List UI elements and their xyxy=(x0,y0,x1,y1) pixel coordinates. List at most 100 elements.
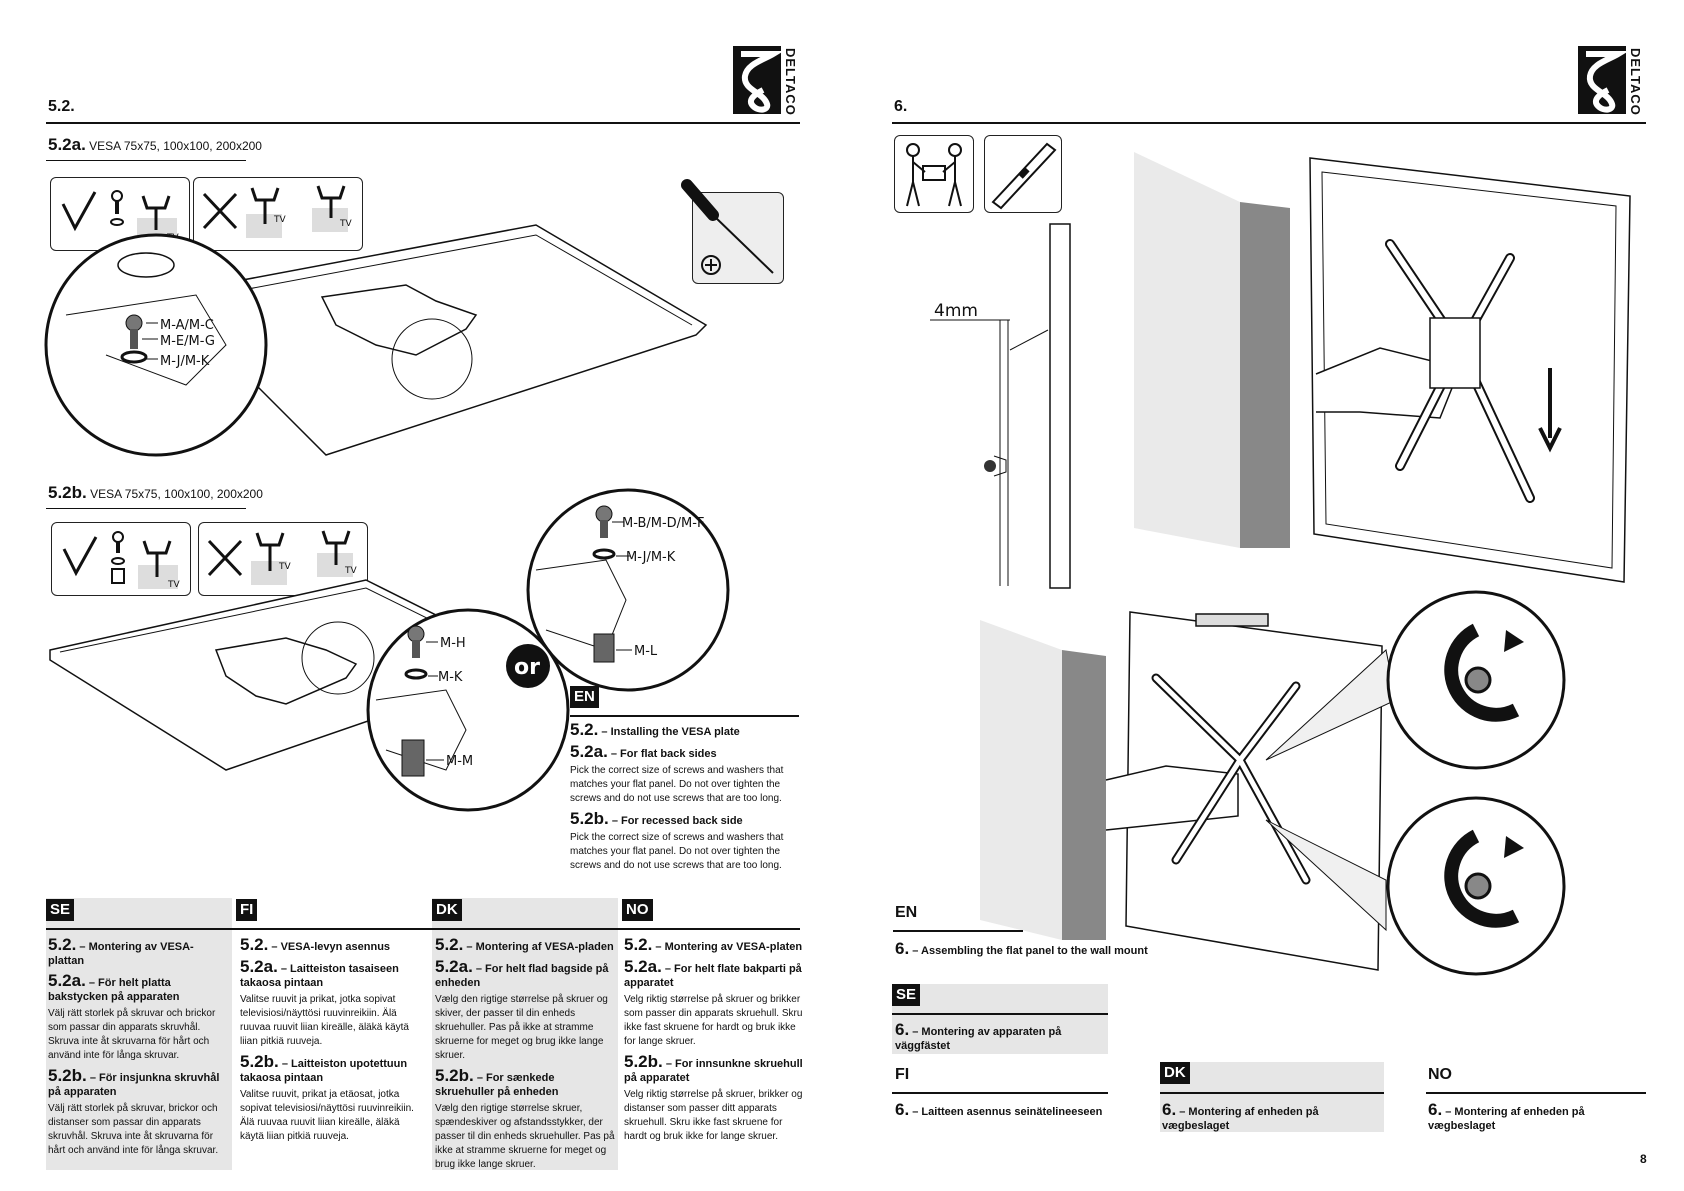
left-header-rule xyxy=(46,122,800,124)
se-right-num: 6. xyxy=(895,1020,910,1039)
deltaco-logo-right: DELTACO xyxy=(1578,46,1646,116)
en-h3-num: 5.2b. xyxy=(570,809,609,828)
fi-h3-num: 5.2b. xyxy=(240,1052,279,1071)
en-h1-num: 5.2. xyxy=(570,720,599,739)
se-h2-num: 5.2a. xyxy=(48,971,86,990)
col-se-bg xyxy=(46,898,232,1170)
en-h3: – For recessed back side xyxy=(611,815,743,827)
no-p2: Velg riktig størrelse på skruer og brikk… xyxy=(624,994,803,1047)
no-h1: – Montering av VESA-platen xyxy=(655,941,803,953)
deltaco-logo-mark-icon-right xyxy=(1578,46,1629,114)
part-label-b2-1: M-H xyxy=(440,636,466,651)
spirit-level-icon xyxy=(991,142,1057,210)
section-5-2b-vesa: VESA 75x75, 100x100, 200x200 xyxy=(90,487,263,501)
section-5-2a-vesa: VESA 75x75, 100x100, 200x200 xyxy=(89,139,262,153)
screwdriver-icon xyxy=(681,179,719,221)
lang-badge-en-left: EN xyxy=(570,686,599,708)
tv-tag-a3: TV xyxy=(339,219,352,229)
dk-h2: – For helt flad bagside på enheden xyxy=(435,963,609,989)
section-5-2b-title: 5.2b. VESA 75x75, 100x100, 200x200 xyxy=(48,483,263,503)
two-persons-box xyxy=(894,135,974,213)
dk-right-bg xyxy=(1160,1062,1384,1132)
screwdriver-tool-box xyxy=(681,179,784,284)
no-right-rule xyxy=(1426,1092,1646,1094)
wrong-fit-box-b: TV TV xyxy=(198,522,368,596)
dk-h1: – Montering af VESA-pladen xyxy=(466,941,614,953)
fi-h1-num: 5.2. xyxy=(240,935,269,954)
lang-label-en-right: EN xyxy=(895,904,918,921)
dk-p2: Vælg den rigtige størrelse på skruer og … xyxy=(435,994,608,1061)
down-arrow-icon xyxy=(1538,368,1562,453)
fi-p2: Valitse ruuvit ja prikat, jotka sopivat … xyxy=(240,994,409,1047)
no-right-num: 6. xyxy=(1428,1100,1443,1119)
no-h2: – For helt flate bakparti på apparatet xyxy=(624,963,802,989)
cross-icon-b xyxy=(207,539,243,577)
fi-right-rule xyxy=(892,1092,1108,1094)
check-icon-b xyxy=(62,536,98,577)
col-se-text: 5.2. – Montering av VESA-plattan 5.2a. –… xyxy=(48,935,228,1164)
part-label-b1-2: M-J/M-K xyxy=(626,550,676,565)
tv-tag-a2: TV xyxy=(273,215,286,225)
section-5-2a-title: 5.2a. VESA 75x75, 100x100, 200x200 xyxy=(48,135,262,155)
en-h2-num: 5.2a. xyxy=(570,742,608,761)
col-dk-text: 5.2. – Montering af VESA-pladen 5.2a. – … xyxy=(435,935,615,1178)
cross-icon xyxy=(202,192,238,230)
rotate-arrow-icon-bottom xyxy=(1504,836,1524,858)
en-right-num: 6. xyxy=(895,939,910,958)
page-number: 8 xyxy=(1640,1152,1647,1166)
lang-badge-fi: FI xyxy=(236,899,258,921)
dk-right-text: 6. – Montering af enheden på vægbeslaget xyxy=(1162,1101,1386,1139)
dk-h2-num: 5.2a. xyxy=(435,957,473,976)
lang-badge-dk: DK xyxy=(432,899,462,921)
vesa-plate-flat-diagram: M-A/M-C M-E/M-G M-J/M-K xyxy=(44,224,708,457)
gap-label: 4mm xyxy=(934,301,978,321)
se-h3: – För insjunkna skruvhål på apparaten xyxy=(48,1072,220,1098)
or-badge: or xyxy=(514,655,540,680)
se-h3-num: 5.2b. xyxy=(48,1066,87,1085)
check-icon xyxy=(61,191,97,232)
part-label-a2: M-E/M-G xyxy=(160,334,215,349)
col-fi-text: 5.2. – VESA-levyn asennus 5.2a. – Laitte… xyxy=(240,935,420,1150)
part-label-a3: M-J/M-K xyxy=(160,354,210,369)
en-h1: – Installing the VESA plate xyxy=(601,726,740,738)
two-persons-icon xyxy=(906,143,962,207)
se-p3: Välj rätt storlek på skruvar, brickor oc… xyxy=(48,1103,219,1156)
no-right-title: – Montering af enheden på vægbeslaget xyxy=(1428,1106,1585,1132)
en-right-text: 6. – Assembling the flat panel to the wa… xyxy=(895,939,1215,964)
se-h1-num: 5.2. xyxy=(48,935,77,954)
dk-h1-num: 5.2. xyxy=(435,935,464,954)
fi-h2-num: 5.2a. xyxy=(240,957,278,976)
brand-name-right: DELTACO xyxy=(1628,48,1643,116)
fi-h2: – Laitteiston tasaiseen takaosa pintaan xyxy=(240,963,399,989)
deltaco-logo-mark-icon xyxy=(733,46,784,114)
en-p2: Pick the correct size of screws and wash… xyxy=(570,765,784,804)
no-right-text: 6. – Montering af enheden på vægbeslaget xyxy=(1428,1100,1652,1139)
fi-p3: Valitse ruuvit, prikat ja etäosat, jotka… xyxy=(240,1089,414,1142)
no-h3: – For innsunkne skruehull på apparatet xyxy=(624,1058,803,1084)
se-right-bg xyxy=(892,984,1108,1054)
mount-to-panel-diagram-bottom xyxy=(980,590,1566,976)
se-right-rule xyxy=(892,1013,1108,1015)
part-label-b2-3: M-M xyxy=(446,754,473,769)
dk-right-title: – Montering af enheden på vægbeslaget xyxy=(1162,1106,1319,1132)
dk-p3: Vælg den rigtige størrelse skruer, spænd… xyxy=(435,1103,615,1170)
en-left-rule xyxy=(570,715,799,717)
no-h3-num: 5.2b. xyxy=(624,1052,663,1071)
rotate-arrow-icon-top xyxy=(1504,630,1524,652)
no-h1-num: 5.2. xyxy=(624,935,653,954)
se-right-text: 6. – Montering av apparaten på väggfäste… xyxy=(895,1020,1111,1059)
part-label-b2-2: M-K xyxy=(438,670,463,685)
tv-tag-b2: TV xyxy=(278,562,291,572)
columns-rule xyxy=(46,928,800,930)
fi-h3: – Laitteiston upotettuun takaosa pintaan xyxy=(240,1058,408,1084)
brand-name: DELTACO xyxy=(783,48,798,116)
mount-to-panel-diagram-top xyxy=(1134,152,1631,583)
no-p3: Velg riktig størrelse på skruer, brikker… xyxy=(624,1089,803,1142)
dk-h3-num: 5.2b. xyxy=(435,1066,474,1085)
right-header-rule xyxy=(892,122,1646,124)
se-p2: Välj rätt storlek på skruvar och brickor… xyxy=(48,1008,216,1061)
dk-right-rule xyxy=(1160,1092,1384,1094)
lang-badge-dk-right: DK xyxy=(1160,1062,1190,1084)
section-5-2b-label: 5.2b. xyxy=(48,483,87,502)
en-p3: Pick the correct size of screws and wash… xyxy=(570,832,784,871)
